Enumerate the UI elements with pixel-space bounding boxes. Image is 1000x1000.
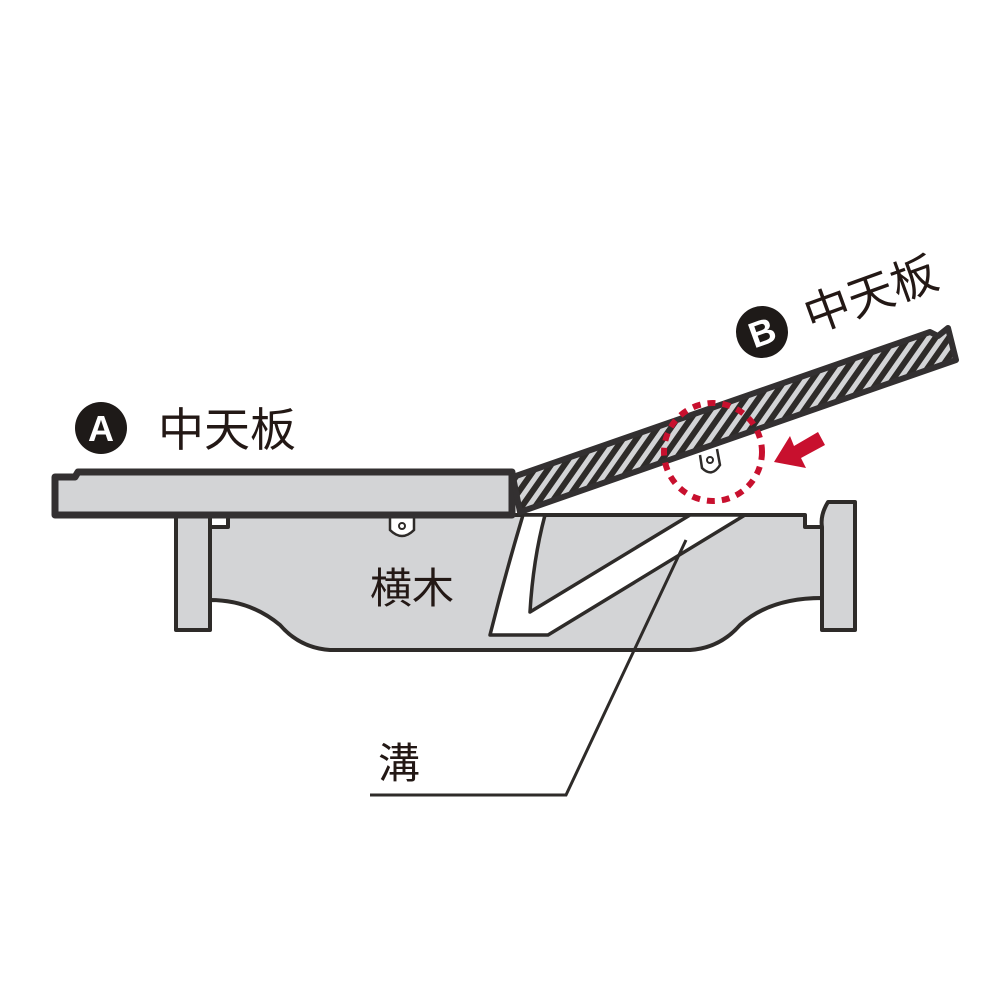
board-a — [51, 468, 516, 519]
groove-leader-line — [370, 539, 688, 797]
crossbar-label: 横木 — [370, 564, 454, 613]
hook-b — [698, 448, 722, 474]
highlight-circle — [661, 400, 765, 504]
label-a-name: 中天板 — [158, 403, 296, 457]
label-b-name: 中天板 — [797, 246, 945, 344]
badge-b — [736, 306, 788, 358]
board-b — [510, 325, 959, 515]
groove-label: 溝 — [378, 739, 420, 788]
label-a: A 中天板 — [75, 402, 296, 457]
hook-a — [388, 516, 416, 538]
badge-a — [75, 402, 127, 454]
red-arrow-icon — [774, 432, 825, 468]
badge-a-letter: A — [88, 408, 114, 449]
groove — [488, 513, 747, 637]
